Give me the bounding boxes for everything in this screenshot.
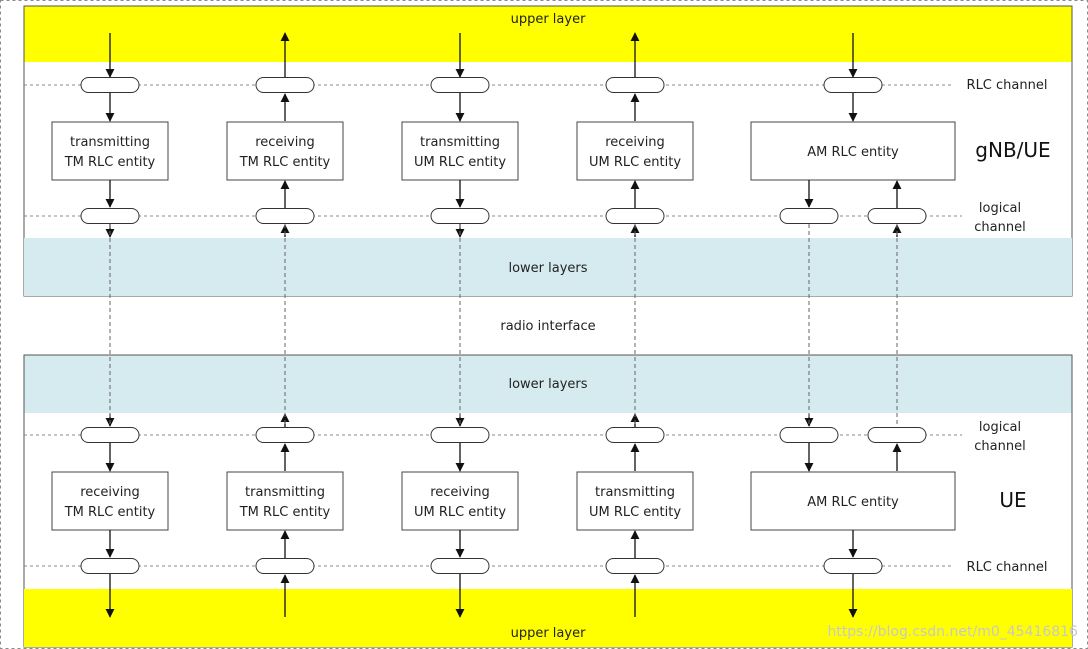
bottom-am-rlc-sap [823, 558, 883, 574]
bottom-upper-layer-band [24, 589, 1072, 647]
bottom-am-entity-label: AM RLC entity [807, 495, 899, 510]
bottom-rlc-sap-4 [605, 558, 665, 574]
top-entity-4-line-1: receiving [605, 135, 665, 150]
bottom-upper-layer-label: upper layer [511, 626, 586, 641]
top-entity-4-line-2: UM RLC entity [589, 155, 681, 170]
bottom-rlc-sap-2 [255, 558, 315, 574]
top-entity-1-line-1: transmitting [70, 135, 150, 150]
bottom-entity-box-1 [51, 471, 169, 531]
top-upper-layer-band [24, 6, 1072, 62]
top-rlc-sap-2 [255, 77, 315, 93]
top-node-label: gNB/UE [975, 138, 1050, 162]
top-logical-sap-3 [430, 208, 490, 224]
bottom-logical-channel-label-1: logical [979, 420, 1021, 435]
bottom-entity-3-line-2: UM RLC entity [414, 505, 506, 520]
top-entity-box-1 [51, 121, 169, 181]
bottom-entity-1-line-1: receiving [80, 485, 140, 500]
bottom-rlc-sap-1 [80, 558, 140, 574]
bottom-am-logical-sap-tx [779, 427, 839, 443]
top-entity-box-4 [576, 121, 694, 181]
top-logical-sap-2 [255, 208, 315, 224]
top-rlc-sap-3 [430, 77, 490, 93]
bottom-entity-box-2 [226, 471, 344, 531]
bottom-entity-3-line-1: receiving [430, 485, 490, 500]
bottom-entity-4-line-2: UM RLC entity [589, 505, 681, 520]
bottom-entity-4-line-1: transmitting [595, 485, 675, 500]
top-logical-channel-label-1: logical [979, 201, 1021, 216]
top-logical-sap-1 [80, 208, 140, 224]
bottom-logical-sap-4 [605, 427, 665, 443]
top-am-entity-label: AM RLC entity [807, 145, 899, 160]
top-rlc-sap-4 [605, 77, 665, 93]
bottom-entity-2-line-2: TM RLC entity [239, 505, 331, 520]
top-entity-3-line-2: UM RLC entity [414, 155, 506, 170]
top-am-rlc-sap [823, 77, 883, 93]
watermark-text: https://blog.csdn.net/m0_45416816 [827, 624, 1078, 640]
bottom-entity-box-3 [401, 471, 519, 531]
bottom-entity-box-4 [576, 471, 694, 531]
radio-interface-label: radio interface [500, 319, 595, 334]
bottom-am-logical-sap-rx [867, 427, 927, 443]
top-am-logical-sap-tx [779, 208, 839, 224]
bottom-logical-sap-2 [255, 427, 315, 443]
top-lower-layers-label: lower layers [508, 261, 587, 276]
top-upper-layer-label: upper layer [511, 12, 586, 27]
top-rlc-sap-1 [80, 77, 140, 93]
top-entity-3-line-1: transmitting [420, 135, 500, 150]
top-logical-channel-label-2: channel [974, 220, 1025, 235]
top-am-entity-box [750, 121, 956, 181]
top-entity-box-2 [226, 121, 344, 181]
top-entity-2-line-2: TM RLC entity [239, 155, 331, 170]
bottom-am-entity-box [750, 471, 956, 531]
bottom-node-label: UE [999, 488, 1026, 512]
bottom-logical-channel-label-2: channel [974, 439, 1025, 454]
top-rlc-channel-label: RLC channel [967, 78, 1048, 93]
bottom-logical-sap-3 [430, 427, 490, 443]
top-entity-1-line-2: TM RLC entity [64, 155, 156, 170]
bottom-lower-layers-label: lower layers [508, 377, 587, 392]
top-entity-box-3 [401, 121, 519, 181]
bottom-entity-1-line-2: TM RLC entity [64, 505, 156, 520]
bottom-rlc-sap-3 [430, 558, 490, 574]
bottom-rlc-channel-label: RLC channel [967, 560, 1048, 575]
bottom-entity-2-line-1: transmitting [245, 485, 325, 500]
top-logical-sap-4 [605, 208, 665, 224]
bottom-logical-sap-1 [80, 427, 140, 443]
top-entity-2-line-1: receiving [255, 135, 315, 150]
top-am-logical-sap-rx [867, 208, 927, 224]
